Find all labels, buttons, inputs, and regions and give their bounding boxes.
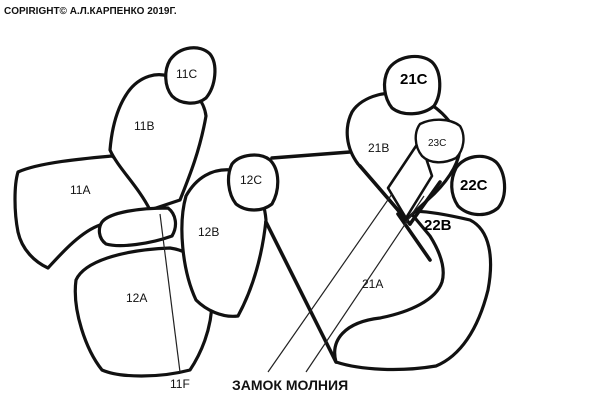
part-11c-shape — [164, 46, 217, 105]
label-11c: 11C — [176, 67, 197, 81]
part-21c-shape — [382, 54, 442, 116]
zipper-pointer-right — [305, 195, 425, 373]
label-21b: 21B — [368, 141, 389, 155]
label-11f: 11F — [170, 377, 190, 391]
part-23c-shape — [414, 118, 465, 164]
part-12c-shape — [226, 153, 280, 212]
part-21a-shape — [333, 209, 493, 372]
part-11a-shape — [13, 154, 152, 270]
pointer-11f — [159, 213, 181, 373]
armrest-shape — [97, 206, 178, 248]
part-22b-stroke-c — [408, 180, 442, 226]
label-12c: 12C — [240, 173, 262, 187]
zipper-callout: ЗАМОК МОЛНИЯ — [232, 377, 348, 393]
connector-line — [270, 150, 352, 160]
label-23c: 23C — [428, 138, 446, 149]
label-12a: 12A — [126, 291, 147, 305]
label-21a: 21A — [362, 277, 383, 291]
label-22b: 22B — [424, 217, 452, 234]
part-22b-stroke-b — [396, 212, 432, 262]
label-12b: 12B — [198, 225, 219, 239]
part-22c-shape — [450, 154, 507, 217]
divider-12-21 — [264, 220, 338, 364]
copyright-text: COPIRIGHT© А.Л.КАРПЕНКО 2019Г. — [4, 6, 177, 17]
label-11b: 11B — [134, 119, 154, 133]
label-22c: 22C — [460, 177, 488, 194]
label-21c: 21C — [400, 71, 428, 88]
label-11a: 11A — [70, 183, 90, 197]
zipper-panel-shape — [386, 138, 434, 220]
part-22b-stroke-a — [358, 164, 412, 226]
part-12a-shape — [73, 246, 214, 378]
zipper-pointer-left — [267, 193, 393, 373]
